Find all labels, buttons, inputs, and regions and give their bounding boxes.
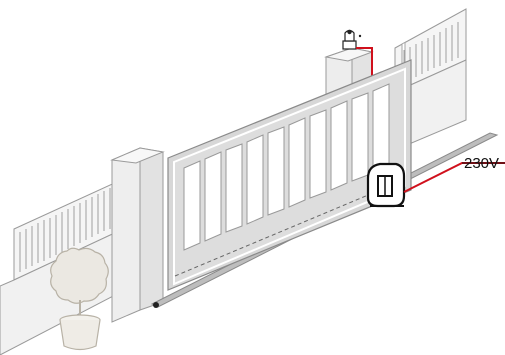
voltage-label: 230V — [464, 155, 499, 172]
flashing-lamp-icon — [343, 30, 361, 49]
gate-motor-icon — [368, 164, 404, 206]
front-pillar — [112, 148, 163, 322]
